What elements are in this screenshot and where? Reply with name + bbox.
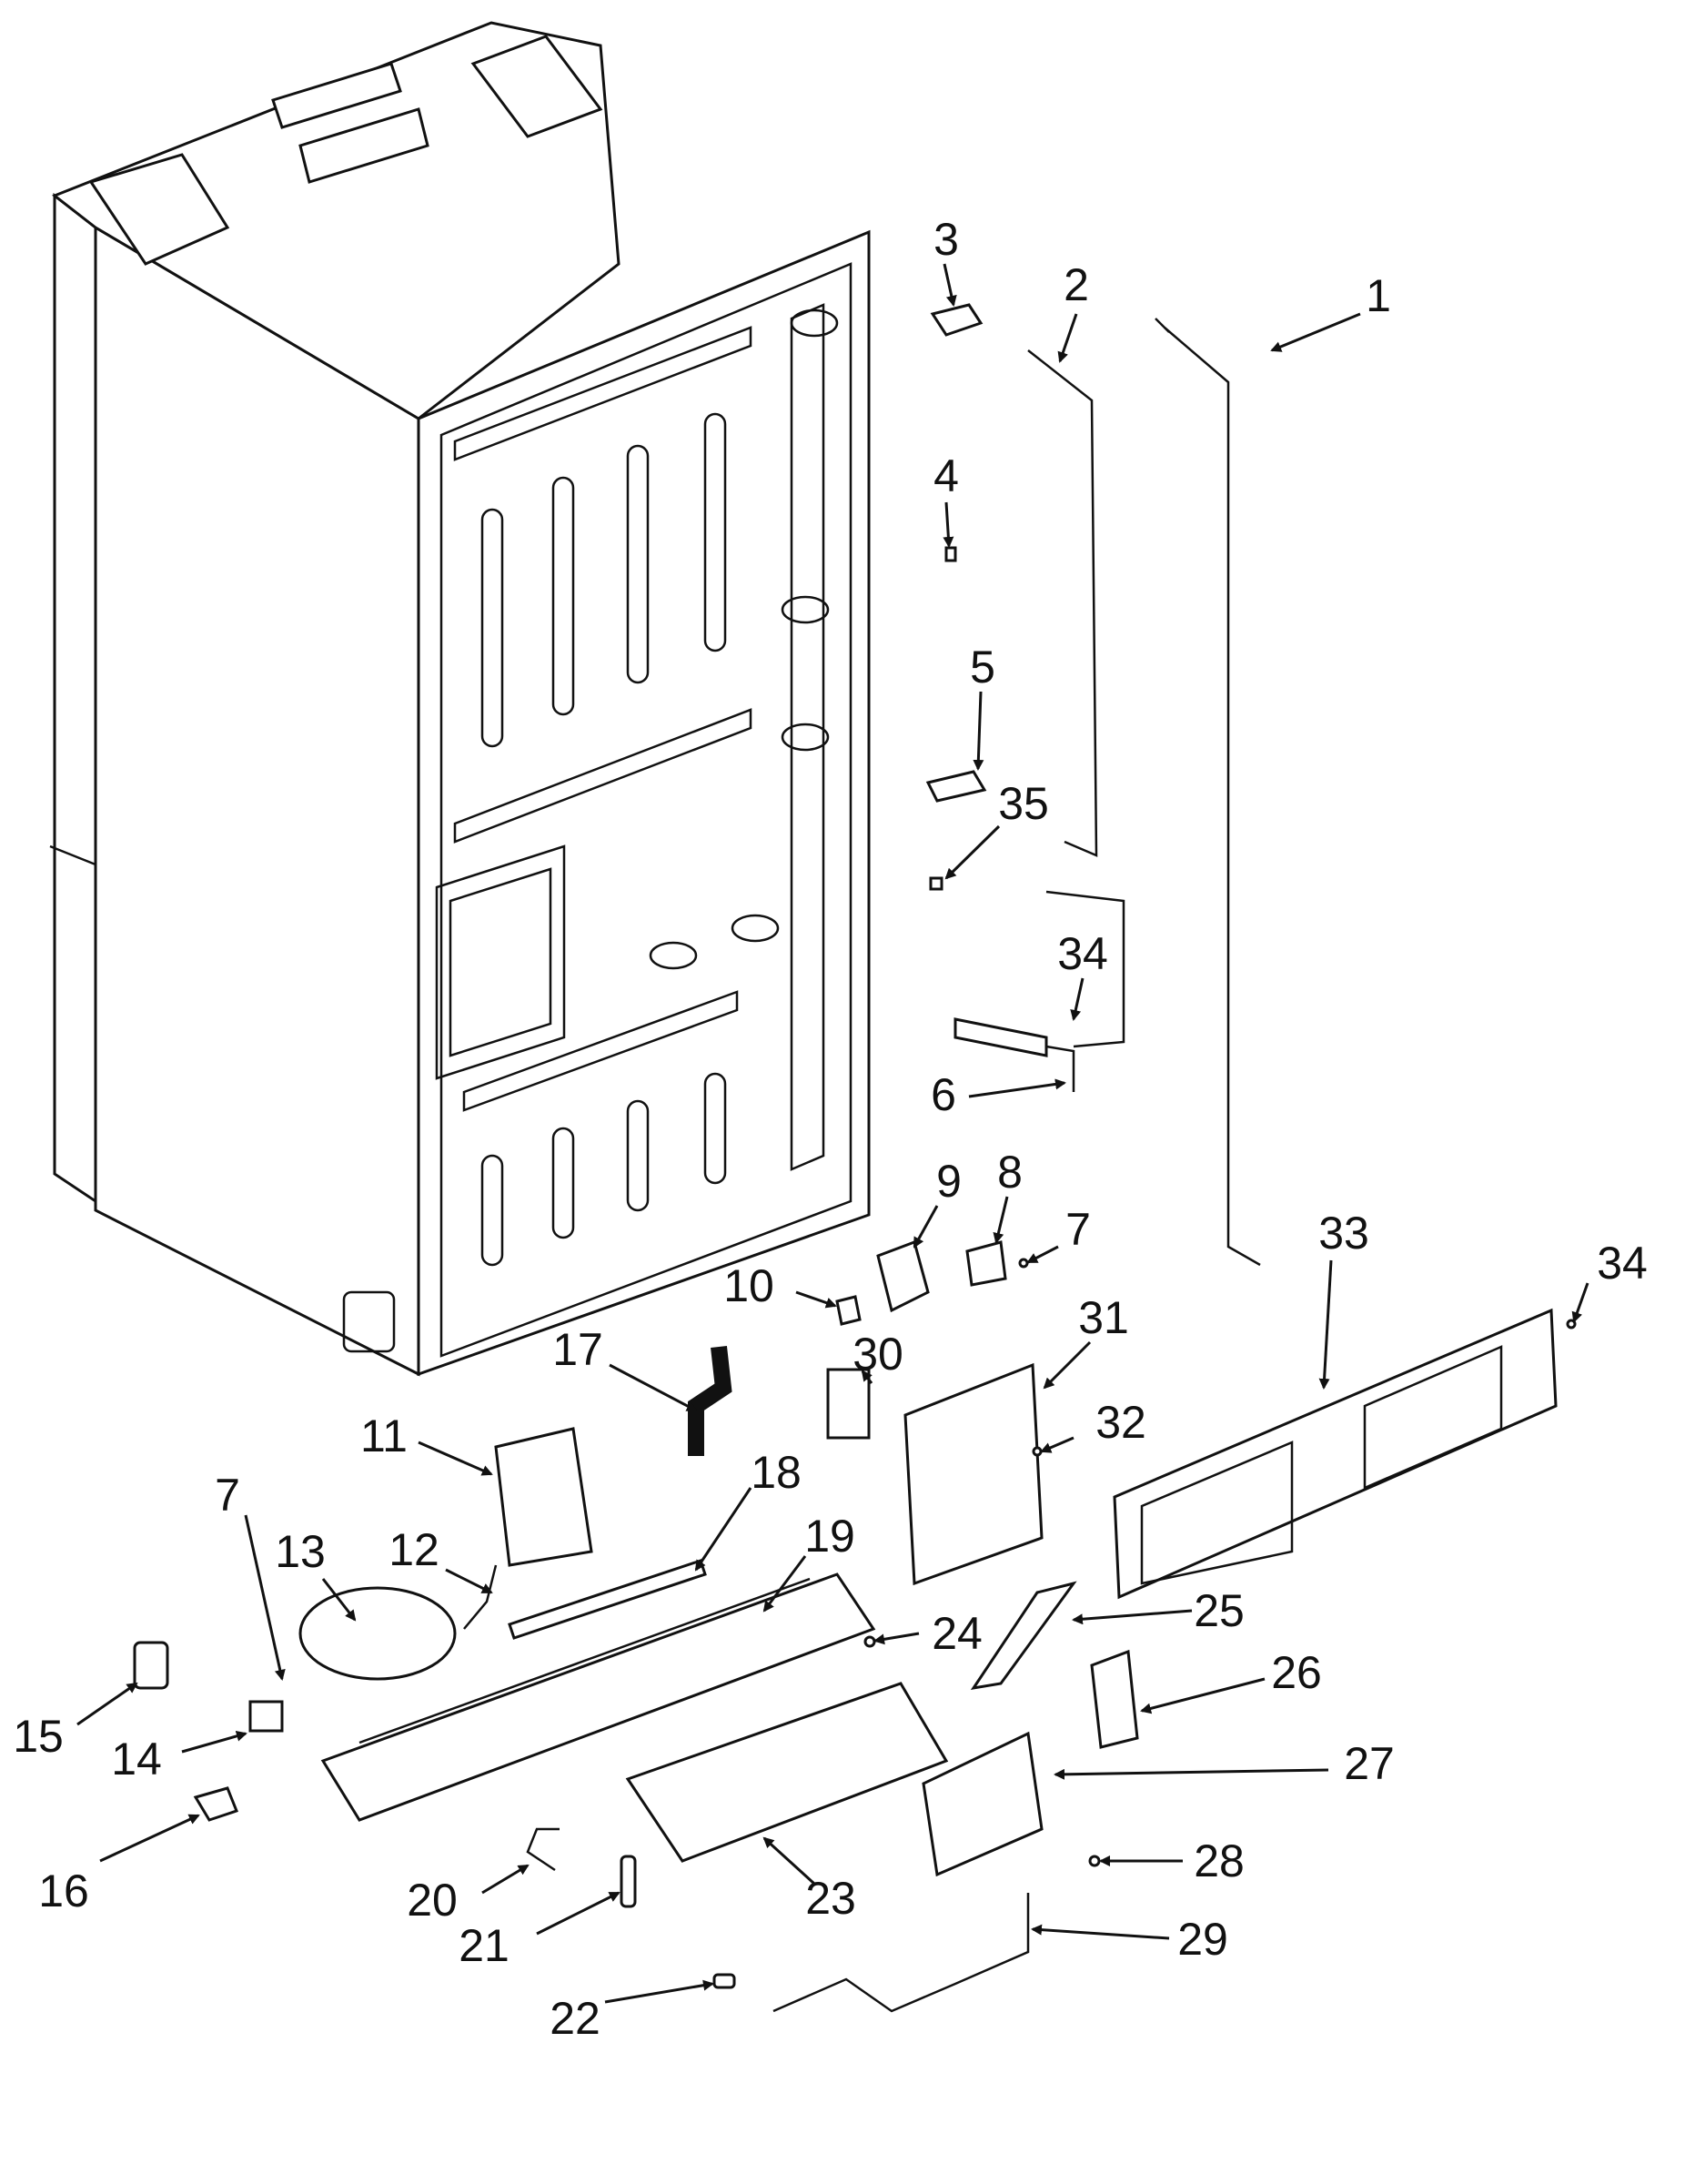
callout-1: 1 [1366, 270, 1391, 321]
callout-3: 3 [933, 214, 959, 265]
part-2-tube [1027, 349, 1125, 1048]
callout-34-upper: 34 [1057, 928, 1108, 979]
part-9-valve [876, 1240, 930, 1313]
callout-11: 11 [360, 1410, 408, 1461]
part-4-clip [944, 546, 957, 562]
callout-15: 15 [13, 1711, 64, 1762]
part-16-bracket [193, 1786, 238, 1822]
part-17-hose [688, 1346, 732, 1456]
callout-18: 18 [751, 1447, 802, 1498]
part-10-clip [835, 1295, 862, 1326]
callout-4: 4 [933, 450, 959, 501]
callout-27: 27 [1344, 1738, 1395, 1789]
part-34-screw [1566, 1319, 1577, 1330]
part-20-tube [526, 1827, 560, 1872]
part-30-board [826, 1368, 871, 1440]
part-28-screw [1088, 1855, 1101, 1867]
callout-34-lower: 34 [1597, 1238, 1648, 1289]
part-25-duct [970, 1581, 1077, 1691]
callout-32: 32 [1095, 1397, 1146, 1448]
refrigerator-cabinet [49, 21, 871, 1377]
callout-19: 19 [804, 1511, 855, 1562]
callout-8: 8 [997, 1147, 1023, 1198]
part-31-cover [903, 1362, 1044, 1586]
part-15-capacitor [133, 1641, 169, 1690]
callout-23: 23 [805, 1873, 856, 1924]
callout-17: 17 [552, 1324, 603, 1375]
part-23-drain-pan [625, 1682, 949, 1863]
callout-5: 5 [970, 642, 995, 693]
callout-29: 29 [1177, 1914, 1228, 1965]
part-12-tube [463, 1564, 498, 1630]
callout-7-lower: 7 [215, 1470, 240, 1521]
part-19-base-pan [320, 1572, 876, 1822]
callout-30: 30 [853, 1329, 903, 1380]
part-21-drier [620, 1855, 637, 1908]
callout-10: 10 [723, 1260, 774, 1311]
callout-9: 9 [936, 1156, 962, 1207]
callout-31: 31 [1078, 1292, 1129, 1343]
callout-14: 14 [111, 1734, 162, 1785]
callout-labels: 1 2 3 4 5 35 34 6 9 8 7 10 17 30 31 32 3… [13, 214, 1648, 2044]
part-5-grommet [925, 770, 987, 803]
callout-28: 28 [1194, 1835, 1245, 1886]
part-27-condenser [922, 1731, 1044, 1877]
callout-33: 33 [1318, 1208, 1369, 1259]
callout-22: 22 [550, 1993, 600, 2044]
part-35-clip [929, 876, 943, 891]
leader-lines [76, 263, 1589, 2004]
callout-7-upper: 7 [1065, 1204, 1091, 1255]
part-32-screw [1032, 1446, 1043, 1457]
part-33-panel [1113, 1308, 1558, 1600]
callout-12: 12 [388, 1524, 439, 1575]
callout-25: 25 [1194, 1585, 1245, 1636]
callout-13: 13 [275, 1526, 326, 1577]
part-34-drier [953, 1017, 1075, 1092]
part-8-bracket [965, 1240, 1007, 1287]
part-22-fitting [712, 1973, 736, 1989]
part-7-screw [1018, 1258, 1029, 1269]
part-11-fan-shroud [494, 1427, 593, 1567]
callout-35: 35 [998, 778, 1049, 829]
callout-2: 2 [1064, 259, 1089, 310]
part-13-compressor [298, 1586, 457, 1681]
callout-20: 20 [407, 1875, 458, 1926]
part-26-bracket [1090, 1649, 1139, 1749]
part-3-grommet [930, 303, 984, 337]
callout-26: 26 [1271, 1647, 1322, 1698]
callout-16: 16 [38, 1866, 89, 1916]
part-24-screw [863, 1635, 876, 1648]
part-1-tube [1155, 318, 1261, 1267]
part-18-strip [508, 1559, 707, 1640]
callout-24: 24 [932, 1608, 983, 1659]
part-14-relay [248, 1700, 284, 1733]
callout-21: 21 [459, 1920, 510, 1971]
callout-6: 6 [931, 1069, 956, 1120]
part-29-tube [772, 1893, 1030, 2013]
